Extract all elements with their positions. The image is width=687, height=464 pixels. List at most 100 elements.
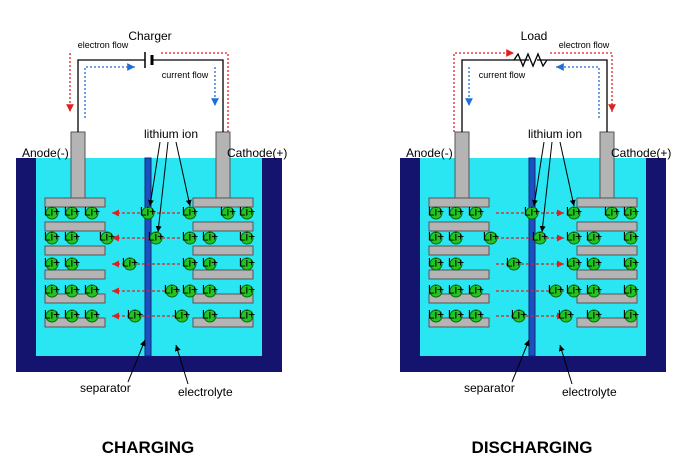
- ion-symbol: Li+: [468, 283, 484, 297]
- ion-symbol: Li+: [566, 283, 582, 297]
- electrolyte-label: electrolyte: [562, 385, 617, 399]
- ion-symbol: Li+: [99, 230, 115, 244]
- electrolyte-pointer: [558, 344, 573, 385]
- lithium-ion: [507, 257, 521, 271]
- ion-symbol: Li+: [64, 308, 80, 322]
- lithium-ion: [605, 206, 619, 220]
- lithium-ion: [240, 284, 254, 298]
- cathode-terminal: [215, 131, 231, 205]
- current-flow-label: current flow: [479, 70, 526, 80]
- lithium-ion: [123, 257, 137, 271]
- electron-flow-path: [160, 52, 229, 132]
- anode-plate: [44, 245, 106, 256]
- lithium-ion: [587, 309, 601, 323]
- cathode-plate: [192, 293, 254, 304]
- anode-plate: [44, 221, 106, 232]
- ion-symbol: Li+: [140, 205, 156, 219]
- circuit-wire-right: [153, 59, 224, 132]
- current-flow-label: current flow: [162, 70, 209, 80]
- panel-discharging: Li+Li+Li+Li+Li+Li+Li+Li+Li+Li+Li+Li+Li+L…: [400, 29, 671, 457]
- cathode-plate: [192, 197, 254, 208]
- separator: [528, 157, 536, 357]
- lithium-ion: [512, 309, 526, 323]
- current-flow-path: [556, 63, 600, 118]
- lithium-ion: [449, 257, 463, 271]
- ion-symbol: Li+: [202, 256, 218, 270]
- separator-pointer: [127, 339, 146, 383]
- lithium-ion: [45, 257, 59, 271]
- cathode-plate: [192, 221, 254, 232]
- lithium-ion: [429, 309, 443, 323]
- lithium-ion: [587, 257, 601, 271]
- lithium-ion: [587, 284, 601, 298]
- lithium-ion: [449, 231, 463, 245]
- ion-symbol: Li+: [586, 256, 602, 270]
- lithium-ion: [85, 206, 99, 220]
- ion-symbol: Li+: [623, 283, 639, 297]
- panel-caption: CHARGING: [102, 438, 195, 457]
- ion-symbol: Li+: [44, 230, 60, 244]
- lithium-ion: [141, 206, 155, 220]
- ion-symbol: Li+: [604, 205, 620, 219]
- ion-symbol: Li+: [428, 205, 444, 219]
- separator-label: separator: [464, 381, 515, 395]
- separator-pointer: [511, 339, 530, 383]
- anode-plate: [428, 221, 490, 232]
- panel-caption: DISCHARGING: [472, 438, 593, 457]
- lithium-ion: [469, 284, 483, 298]
- lithium-ion: [65, 284, 79, 298]
- cathode-plate: [192, 317, 254, 328]
- lithium-ion: [567, 284, 581, 298]
- ion-symbol: Li+: [428, 283, 444, 297]
- lithium-ion: [203, 231, 217, 245]
- lithium-ion: [429, 231, 443, 245]
- lithium-ion-label: lithium ion: [144, 127, 198, 141]
- lithium-ion: [175, 309, 189, 323]
- ion-symbol: Li+: [44, 256, 60, 270]
- ion-symbol: Li+: [566, 205, 582, 219]
- circuit-wire-left: [461, 59, 529, 132]
- separator-label: separator: [80, 381, 131, 395]
- ion-symbol: Li+: [468, 308, 484, 322]
- cathode-plate: [576, 317, 638, 328]
- lithium-ion-label: lithium ion: [528, 127, 582, 141]
- ion-symbol: Li+: [511, 308, 527, 322]
- ion-symbol: Li+: [239, 308, 255, 322]
- cathode-terminal: [599, 131, 615, 205]
- lithium-ion: [567, 257, 581, 271]
- ion-pointer: [147, 141, 161, 207]
- ion-symbol: Li+: [239, 205, 255, 219]
- lithium-ion: [484, 231, 498, 245]
- cathode-plate: [576, 293, 638, 304]
- ion-symbol: Li+: [448, 205, 464, 219]
- lithium-ion: [183, 206, 197, 220]
- load-resistor: [513, 52, 548, 68]
- ion-symbol: Li+: [44, 308, 60, 322]
- ion-symbol: Li+: [202, 230, 218, 244]
- lithium-ion: [624, 309, 638, 323]
- anode-label: Anode(-): [22, 146, 69, 160]
- lithium-ion: [221, 206, 235, 220]
- lithium-ion: [240, 309, 254, 323]
- lithium-ion: [624, 206, 638, 220]
- lithium-ion: [559, 309, 573, 323]
- ion-symbol: Li+: [122, 256, 138, 270]
- cathode-plate: [192, 269, 254, 280]
- lithium-ion: [149, 231, 163, 245]
- lithium-ion: [183, 284, 197, 298]
- circuit-wire-left: [77, 59, 145, 132]
- ion-symbol: Li+: [84, 283, 100, 297]
- lithium-ion: [240, 206, 254, 220]
- lithium-ion: [128, 309, 142, 323]
- ion-pointer: [175, 141, 192, 207]
- ion-symbol: Li+: [202, 308, 218, 322]
- lithium-ion: [165, 284, 179, 298]
- ion-symbol: Li+: [44, 205, 60, 219]
- electron-flow-path: [453, 49, 514, 132]
- anode-plate: [428, 269, 490, 280]
- device-label: Load: [521, 29, 548, 43]
- ion-symbol: Li+: [182, 256, 198, 270]
- electrolyte-pointer: [174, 344, 189, 385]
- lithium-ion: [469, 309, 483, 323]
- cathode-label: Cathode(+): [227, 146, 287, 160]
